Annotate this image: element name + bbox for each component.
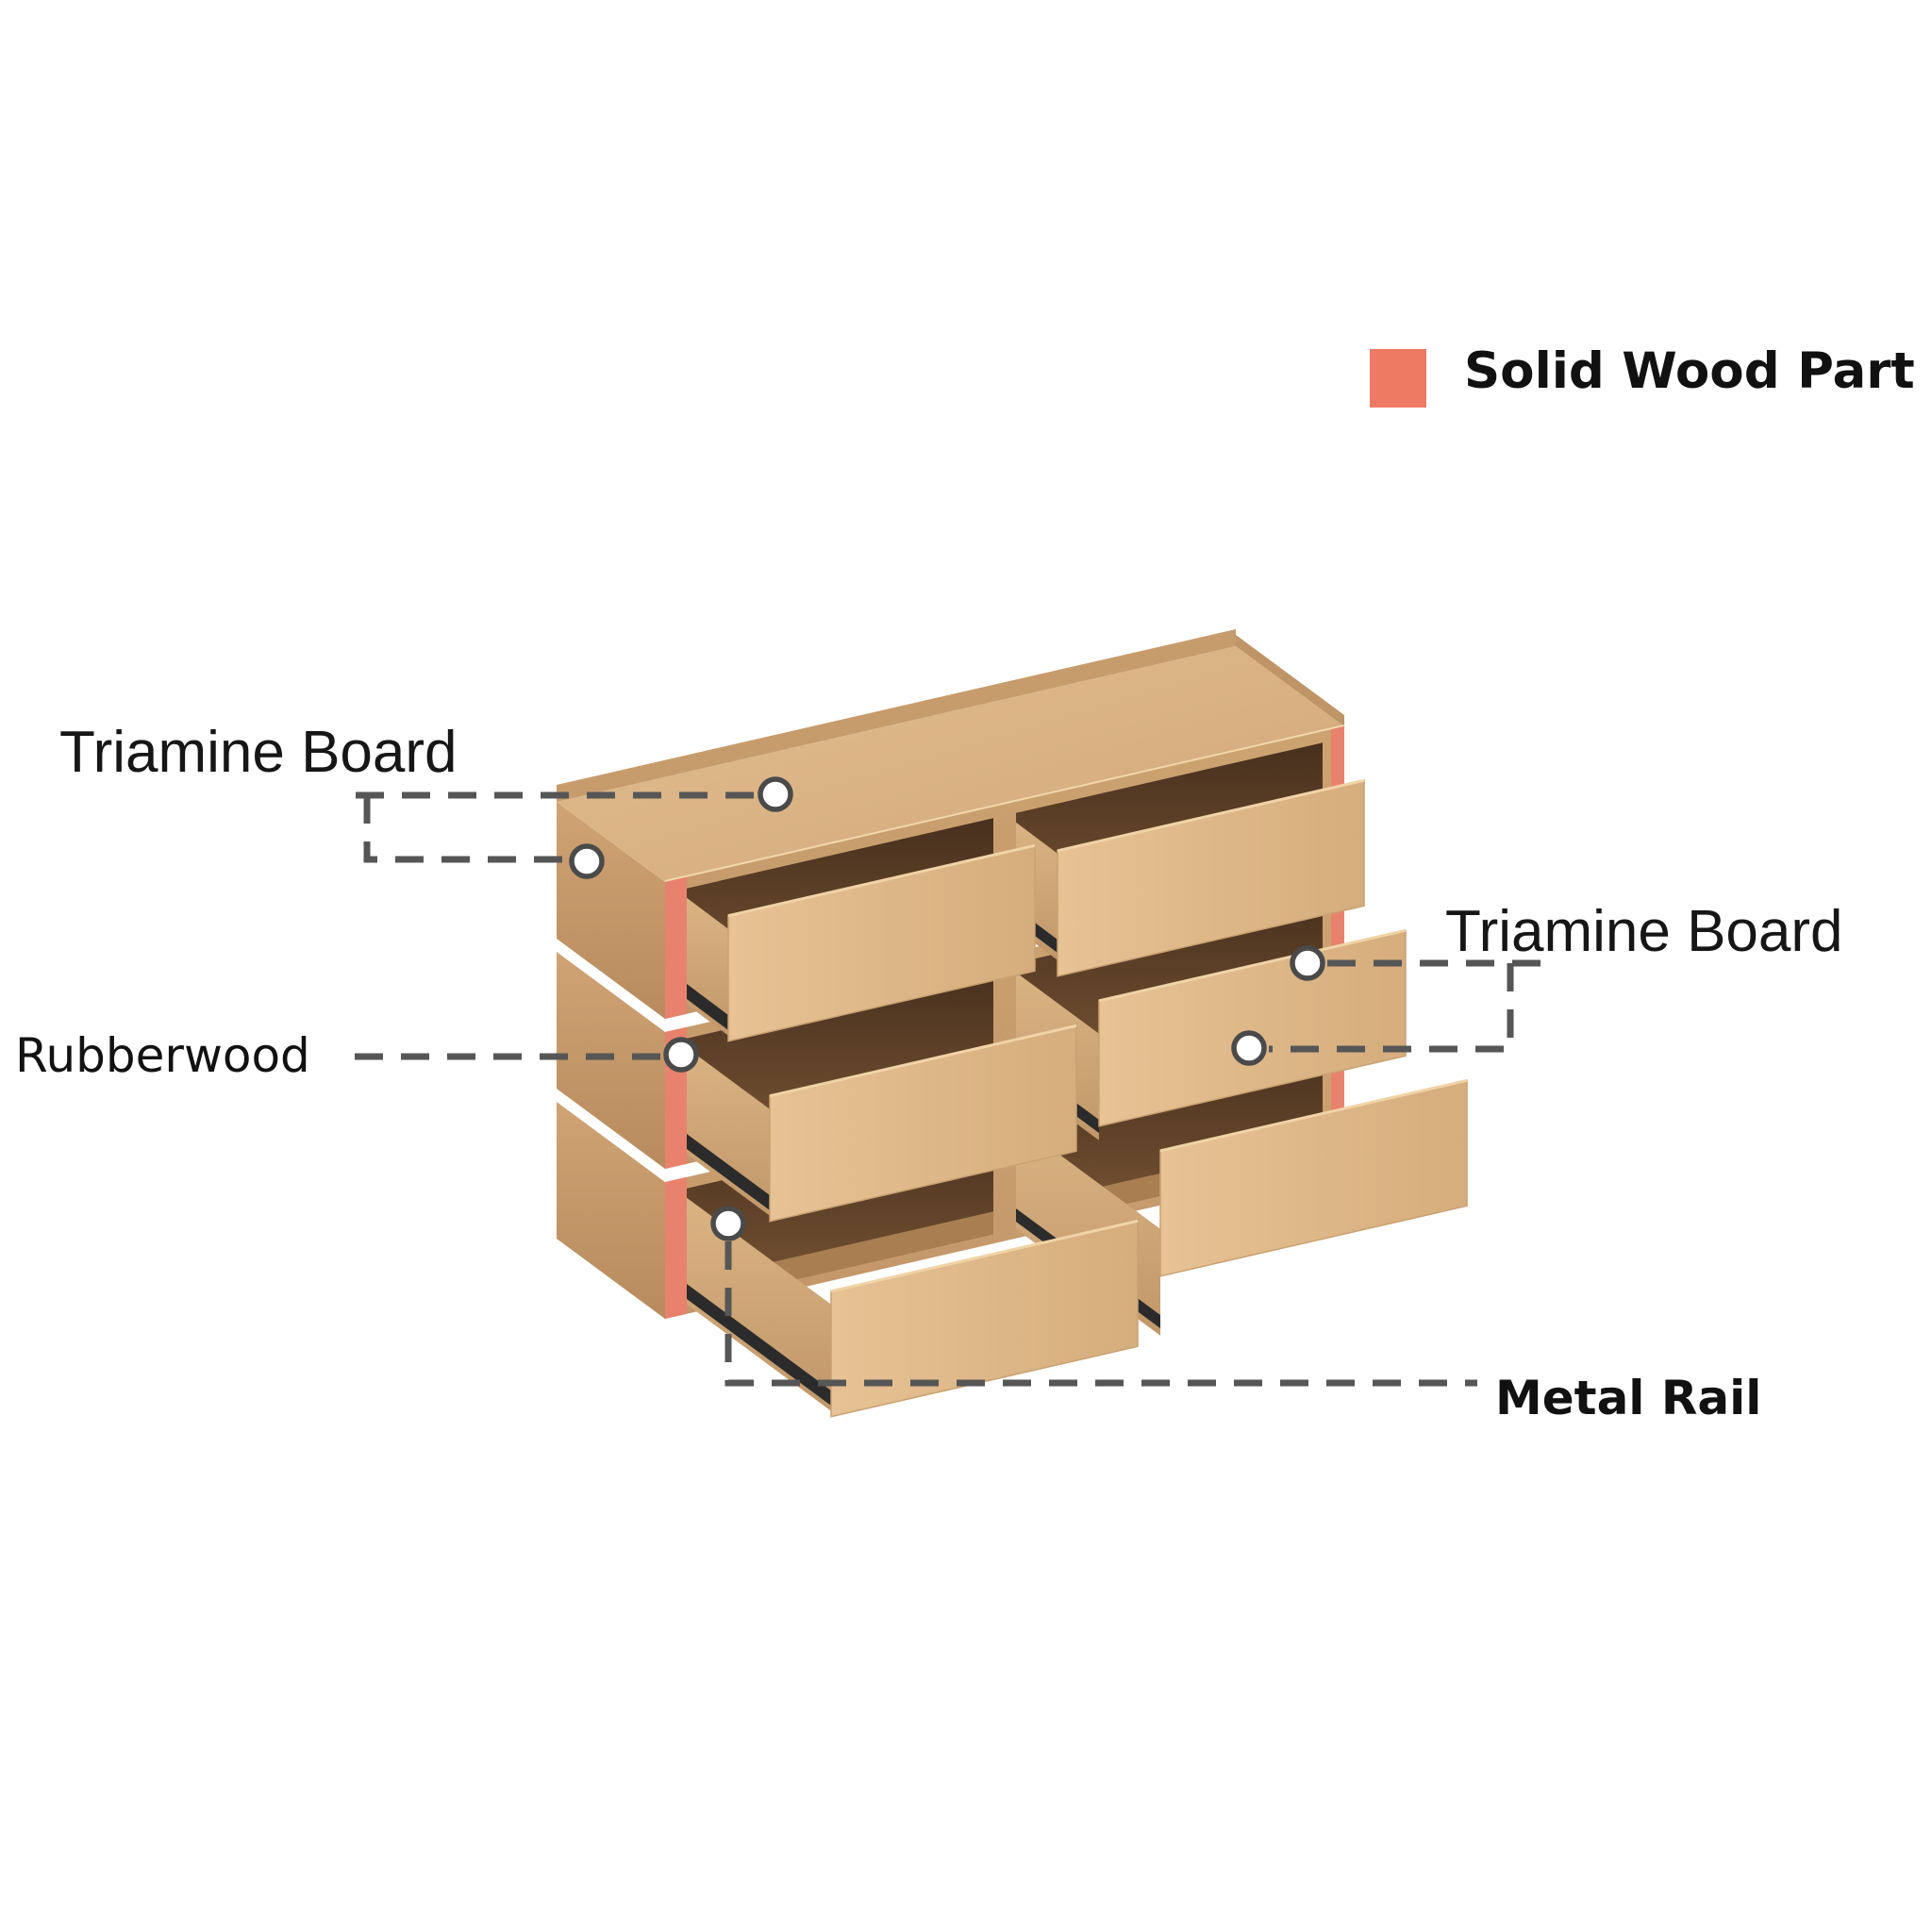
label-rubberwood: Rubberwood bbox=[15, 1028, 310, 1083]
marker-dot-drawer-edge-right bbox=[1231, 1030, 1267, 1066]
dresser-illustration bbox=[557, 629, 1468, 1418]
legend: Solid Wood Part bbox=[1370, 342, 1915, 408]
marker-dot-drawer-front-right bbox=[1290, 945, 1325, 981]
side-panel-module-middle bbox=[557, 952, 665, 1169]
top-surface bbox=[557, 646, 1344, 882]
annotation-lines bbox=[338, 791, 1549, 1387]
solid-wood-strip-left-top bbox=[665, 876, 687, 1019]
top-right-lip bbox=[1236, 635, 1344, 726]
marker-dot-metal-rail bbox=[710, 1206, 746, 1241]
label-metal-rail: Metal Rail bbox=[1495, 1371, 1761, 1425]
side-panel-module-bottom bbox=[557, 1102, 665, 1319]
callout-line-triamine-left bbox=[338, 791, 754, 863]
part-markers bbox=[569, 776, 1325, 1241]
metal-rail-bottom-left bbox=[687, 1284, 831, 1406]
callout-line-triamine-right bbox=[1269, 959, 1549, 1053]
solid-wood-strip-left-bottom bbox=[665, 1176, 687, 1319]
metal-rail-top-left bbox=[687, 984, 728, 1030]
labels: Triamine Board Triamine Board Rubberwood… bbox=[15, 342, 1915, 1425]
callout-line-metal-rail bbox=[724, 1241, 1477, 1387]
marker-dot-rubberwood bbox=[663, 1037, 699, 1073]
label-triamine-board-right: Triamine Board bbox=[1445, 899, 1843, 964]
marker-dot-top-surface bbox=[758, 776, 793, 812]
drawer-front-edge-highlights bbox=[727, 778, 1468, 1293]
legend-label-solid-wood: Solid Wood Part bbox=[1464, 342, 1915, 400]
label-triamine-board-left: Triamine Board bbox=[59, 720, 458, 785]
top-back-lip bbox=[557, 629, 1236, 802]
metal-rail-middle-left bbox=[687, 1134, 770, 1210]
drawer-wall-middle-left bbox=[687, 1047, 770, 1216]
marker-dot-side-panel bbox=[569, 843, 605, 879]
drawer-wall-bottom-left bbox=[687, 1197, 831, 1411]
legend-swatch-solid-wood bbox=[1370, 349, 1426, 408]
